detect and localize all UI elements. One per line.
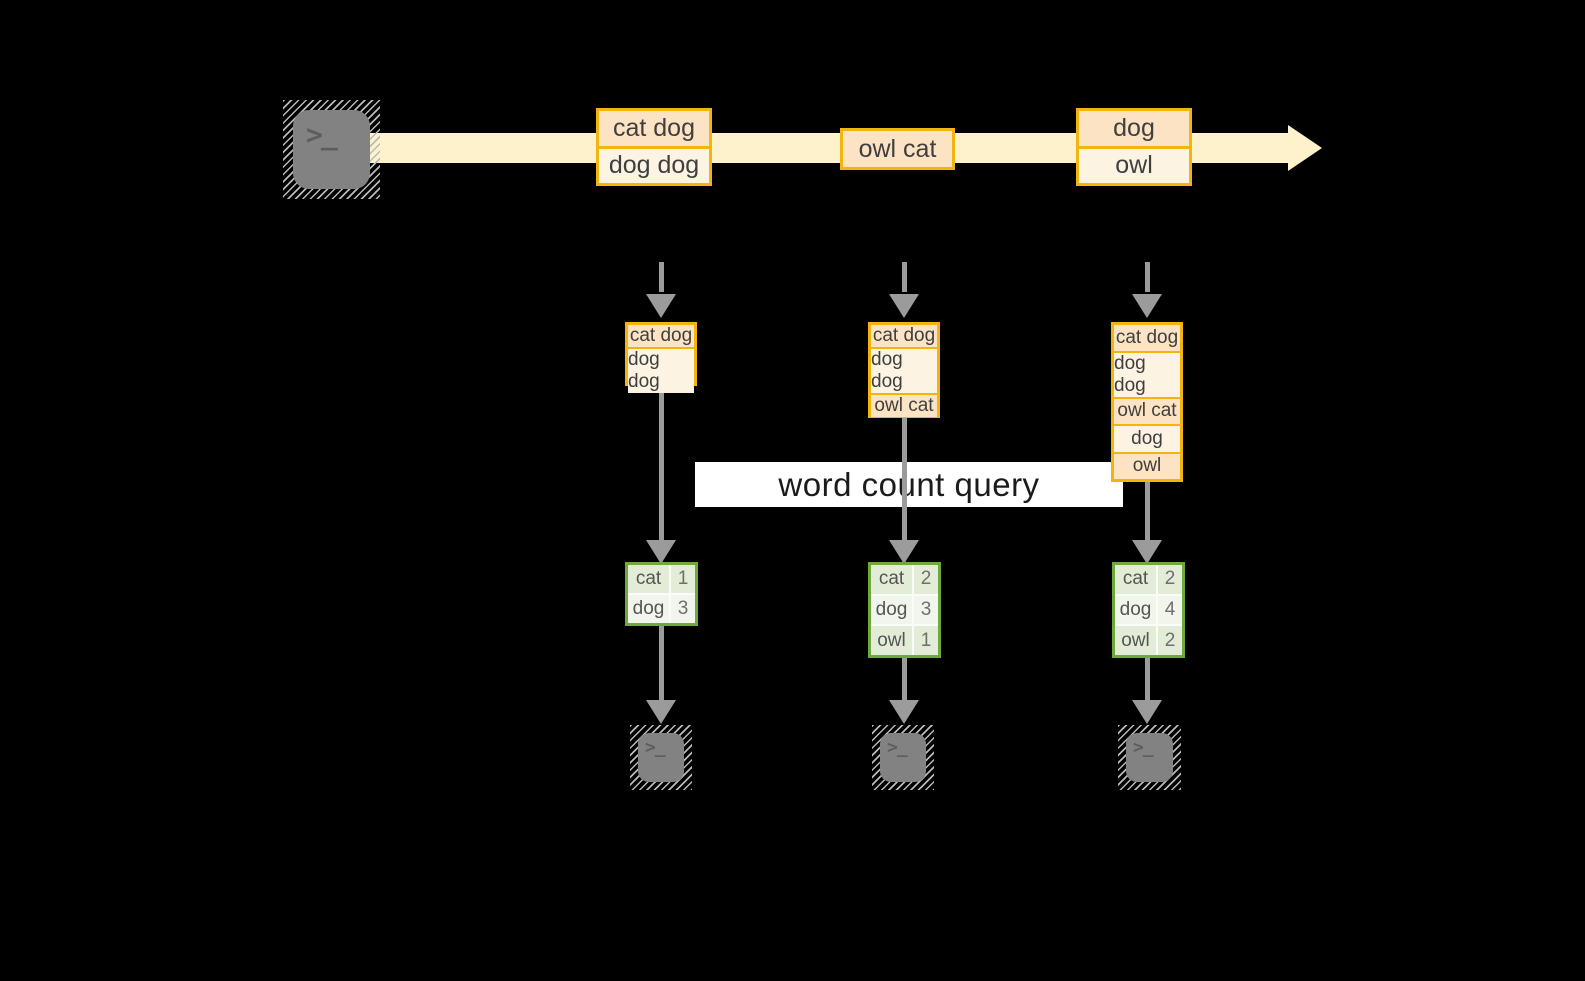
count-word-cell: cat	[1115, 565, 1156, 594]
terminal-prompt-glyph: >_	[1133, 737, 1154, 758]
terminal-screen: >_	[880, 733, 926, 782]
terminal-prompt-glyph: >_	[645, 737, 666, 758]
buffer-stack-1: cat dog dog dog	[625, 322, 697, 393]
stream-event-box-2: owl cat	[840, 128, 955, 170]
arrowhead-icon	[646, 540, 676, 564]
buffered-record: owl	[1114, 451, 1180, 479]
count-table-1: cat 1 dog 3	[625, 562, 698, 626]
output-terminal-icon-1: >_	[630, 725, 692, 790]
stream-arrowhead-icon	[1288, 125, 1322, 171]
terminal-screen: >_	[293, 110, 370, 189]
dashed-arrow-line	[1145, 262, 1150, 292]
dashed-arrowhead-icon	[889, 294, 919, 318]
output-terminal-icon-3: >_	[1118, 725, 1181, 790]
query-label: word count query	[695, 462, 1123, 507]
buffered-record: dog	[1114, 424, 1180, 452]
arrow-line	[659, 626, 664, 702]
stream-event-box-3: dog owl	[1076, 108, 1192, 186]
dashed-arrowhead-icon	[646, 294, 676, 318]
count-word-cell: owl	[871, 626, 912, 655]
arrowhead-icon	[889, 540, 919, 564]
buffer-stack-3: cat dog dog dog owl cat dog owl	[1111, 322, 1183, 482]
buffered-record: owl cat	[1114, 396, 1180, 424]
count-value-cell: 2	[1158, 626, 1182, 655]
arrowhead-icon	[1132, 700, 1162, 724]
count-table-2: cat 2 dog 3 owl 1	[868, 562, 941, 658]
buffered-record: cat dog	[1114, 325, 1180, 351]
stream-record: owl cat	[843, 131, 952, 167]
buffered-record: cat dog	[871, 325, 937, 347]
stream-record: cat dog	[599, 111, 709, 146]
terminal-screen: >_	[638, 733, 684, 782]
count-value-cell: 1	[914, 626, 938, 655]
stream-source-terminal-icon: >_	[283, 100, 380, 199]
count-word-cell: dog	[1115, 595, 1156, 625]
stream-record: dog	[1079, 111, 1189, 146]
buffered-record: cat dog	[628, 325, 694, 347]
dashed-arrow-line	[659, 262, 664, 292]
arrow-line	[902, 658, 907, 702]
count-value-cell: 2	[914, 565, 938, 594]
count-word-cell: cat	[628, 565, 669, 593]
buffered-record: dog dog	[628, 347, 694, 393]
arrowhead-icon	[889, 700, 919, 724]
count-value-cell: 1	[671, 565, 695, 593]
dashed-arrow-line	[902, 262, 907, 292]
count-table-3: cat 2 dog 4 owl 2	[1112, 562, 1185, 658]
terminal-prompt-glyph: >_	[887, 737, 908, 758]
output-terminal-icon-2: >_	[872, 725, 934, 790]
count-value-cell: 2	[1158, 565, 1182, 594]
dashed-arrowhead-icon	[1132, 294, 1162, 318]
stream-event-box-1: cat dog dog dog	[596, 108, 712, 186]
arrow-line	[659, 386, 664, 542]
stream-record: dog dog	[599, 145, 709, 183]
count-value-cell: 3	[914, 595, 938, 625]
count-word-cell: dog	[871, 595, 912, 625]
buffered-record: owl cat	[871, 393, 937, 417]
terminal-screen: >_	[1126, 733, 1173, 782]
arrow-line	[902, 418, 907, 542]
count-word-cell: dog	[628, 595, 669, 623]
stream-record: owl	[1079, 145, 1189, 183]
buffered-record: dog dog	[1114, 350, 1180, 397]
arrow-line	[1145, 658, 1150, 702]
arrow-line	[1145, 482, 1150, 542]
arrowhead-icon	[646, 700, 676, 724]
terminal-prompt-glyph: >_	[306, 118, 338, 151]
arrowhead-icon	[1132, 540, 1162, 564]
count-word-cell: cat	[871, 565, 912, 594]
count-value-cell: 4	[1158, 595, 1182, 625]
count-word-cell: owl	[1115, 626, 1156, 655]
buffer-stack-2: cat dog dog dog owl cat	[868, 322, 940, 418]
buffered-record: dog dog	[871, 347, 937, 393]
count-value-cell: 3	[671, 595, 695, 623]
